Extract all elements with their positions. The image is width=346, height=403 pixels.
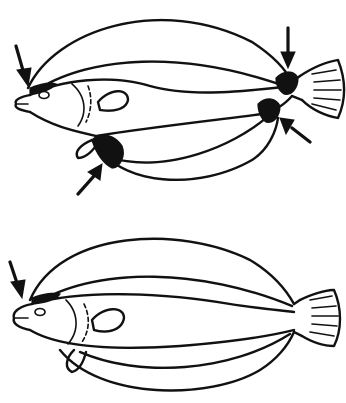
top-dark-patch-anal-start bbox=[92, 135, 123, 168]
bottom-gill-cover bbox=[66, 300, 76, 344]
bottom-gill-dash bbox=[82, 304, 88, 342]
top-body-upper bbox=[30, 80, 292, 95]
bottom-arrow-head-region bbox=[10, 262, 25, 298]
bottom-body-lower bbox=[30, 330, 294, 348]
bottom-body-upper bbox=[32, 294, 294, 312]
top-dark-patch-dorsal-end bbox=[276, 72, 298, 94]
bottom-anal-fin-inner bbox=[80, 334, 290, 368]
bottom-anal-fin-outer bbox=[60, 332, 294, 390]
top-dark-patch-head bbox=[30, 83, 56, 95]
top-tail-fin bbox=[300, 60, 344, 118]
top-tail-rays bbox=[312, 70, 341, 110]
top-body-lower bbox=[30, 96, 292, 136]
top-anal-fin-inner bbox=[120, 118, 266, 162]
top-arrow-head-region bbox=[16, 46, 31, 86]
bottom-peduncle bbox=[294, 300, 302, 336]
bottom-dorsal-fin-inner bbox=[42, 277, 292, 306]
top-dorsal-fin-outer bbox=[28, 20, 292, 88]
top-dorsal-fin-inner bbox=[40, 62, 290, 88]
bottom-pectoral-fin bbox=[92, 309, 124, 331]
bottom-dorsal-fin-outer bbox=[30, 239, 294, 304]
top-gill-cover bbox=[72, 84, 84, 126]
bottom-dark-patch-head bbox=[32, 293, 60, 304]
bottom-head bbox=[14, 304, 32, 330]
top-arrow-dorsal-end bbox=[281, 28, 295, 68]
top-arrow-anal-start bbox=[78, 164, 102, 194]
bottom-tail-rays bbox=[310, 296, 338, 336]
top-gill-dash bbox=[86, 86, 91, 122]
bottom-eye bbox=[35, 309, 45, 316]
top-arrow-anal-end bbox=[280, 118, 310, 142]
bottom-fish bbox=[10, 239, 340, 391]
top-fish bbox=[16, 20, 344, 194]
top-pectoral-fin bbox=[98, 91, 128, 110]
